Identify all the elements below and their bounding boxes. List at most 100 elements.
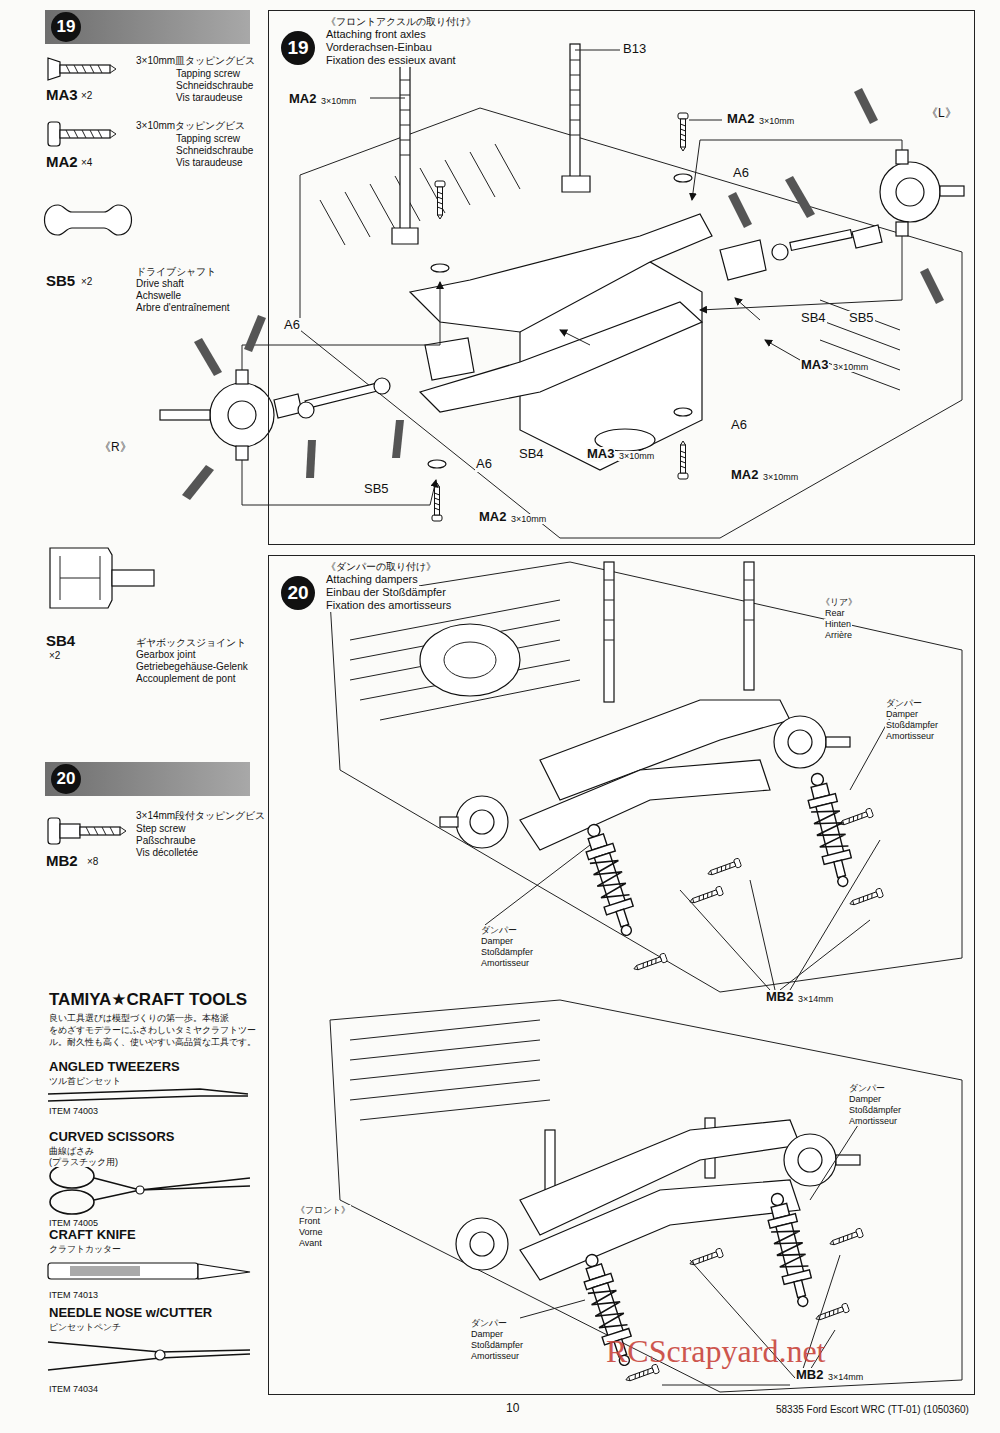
part-callout: 3×10mm	[510, 514, 547, 524]
callout-label: Damper	[480, 936, 514, 946]
step-title: Fixation des essieux avant	[325, 54, 457, 67]
part-label: 3×10mm皿タッピングビス	[135, 55, 256, 67]
tool-label: ツル首ピンセット	[48, 1076, 122, 1086]
part-label: Accouplement de pont	[135, 673, 237, 685]
step-title: Einbau der Stoßdämpfer	[325, 586, 447, 599]
tool-label: CURVED SCISSORS	[48, 1130, 175, 1145]
callout-label: Hinten	[824, 619, 852, 629]
part-callout: 《R》	[98, 441, 133, 455]
part-callout: 3×10mm	[758, 116, 795, 126]
callout-label: ダンパー	[885, 698, 923, 708]
tool-label: ITEM 74013	[48, 1290, 99, 1300]
part-callout: MA2	[478, 510, 507, 525]
callout-label: Arrière	[824, 630, 853, 640]
tool-label: ル。耐久性も高く、使いやすい高品質な工具です。	[48, 1037, 257, 1047]
callout-label: Avant	[298, 1238, 323, 1248]
part-callout: 3×10mm	[832, 362, 869, 372]
part-label: ×2	[80, 90, 93, 102]
part-callout: SB4	[800, 311, 827, 326]
part-label: ×4	[80, 157, 93, 169]
step-bar: 20	[45, 762, 250, 796]
tool-label: クラフトカッター	[48, 1244, 122, 1254]
part-label: Arbre d'entraînement	[135, 302, 231, 314]
callout-label: Damper	[848, 1094, 882, 1104]
callout-label: 《フロント》	[295, 1205, 351, 1215]
step-number: 20	[51, 764, 81, 794]
part-label: Step screw	[135, 823, 186, 835]
part-callout: MA2	[730, 468, 759, 483]
tool-label: TAMIYA★CRAFT TOOLS	[48, 990, 248, 1010]
tool-label: NEEDLE NOSE w/CUTTER	[48, 1306, 213, 1321]
part-callout: A6	[732, 166, 750, 181]
callout-label: MB2	[795, 1368, 824, 1383]
callout-label: Vorne	[298, 1227, 324, 1237]
callout-label: 《リア》	[820, 597, 858, 607]
part-callout: A6	[730, 418, 748, 433]
part-label: Paßschraube	[135, 835, 196, 847]
part-label: Vis taraudeuse	[175, 157, 244, 169]
step-title: Attaching dampers	[325, 573, 419, 586]
tool-label: ITEM 74003	[48, 1106, 99, 1116]
callout-label: Amortisseur	[470, 1351, 520, 1361]
part-label: Schneidschraube	[175, 145, 254, 157]
part-label: Drive shaft	[135, 278, 185, 290]
part-label: Tapping screw	[175, 68, 241, 80]
tool-label: ITEM 74005	[48, 1218, 99, 1228]
tool-label: ピンセットペンチ	[48, 1322, 122, 1332]
step-title: 《ダンパーの取り付け》	[325, 560, 437, 573]
callout-label: ダンパー	[848, 1083, 886, 1093]
step-title: Fixation des amortisseurs	[325, 599, 452, 612]
callout-label: Amortisseur	[480, 958, 530, 968]
callout-label: Damper	[470, 1329, 504, 1339]
step-number: 20	[281, 576, 315, 610]
part-callout: SB5	[848, 311, 875, 326]
part-callout: A6	[283, 318, 301, 333]
step-title: Vorderachsen-Einbau	[325, 41, 433, 54]
callout-label: Front	[298, 1216, 321, 1226]
page-number: 10	[505, 1402, 520, 1416]
part-callout: SB4	[518, 447, 545, 462]
part-label: ドライブシャフト	[135, 266, 217, 278]
part-callout: B13	[622, 42, 647, 57]
tool-label: 良い工具選びは模型づくりの第一歩。本格派	[48, 1013, 230, 1023]
part-label: ×8	[86, 856, 99, 868]
part-label: MA3	[45, 86, 79, 103]
part-label: Tapping screw	[175, 133, 241, 145]
step-panel: 20 《ダンパーの取り付け》Attaching dampersEinbau der…	[268, 555, 975, 1395]
part-callout: 3×10mm	[618, 451, 655, 461]
part-label: Vis taraudeuse	[175, 92, 244, 104]
watermark: RCScrapyard.net	[605, 1333, 827, 1370]
part-label: ×2	[80, 276, 93, 288]
part-label: ×2	[48, 650, 61, 662]
callout-label: Rear	[824, 608, 846, 618]
tool-label: をめざすモデラーにふさわしいタミヤクラフトツー	[48, 1025, 257, 1035]
part-callout: SB5	[363, 482, 390, 497]
part-label: MB2	[45, 852, 79, 869]
part-callout: 《L》	[925, 107, 958, 121]
part-callout: MA3	[586, 447, 615, 462]
step-title: Attaching front axles	[325, 28, 427, 41]
tool-label: CRAFT KNIFE	[48, 1228, 137, 1243]
callout-label: ダンパー	[480, 925, 518, 935]
part-label: Gearbox joint	[135, 649, 196, 661]
tool-label: ITEM 74034	[48, 1384, 99, 1394]
part-callout: MA3	[800, 358, 829, 373]
callout-label: Stoßdämpfer	[885, 720, 939, 730]
tool-label: 曲線ばさみ	[48, 1146, 95, 1156]
part-label: Achswelle	[135, 290, 182, 302]
callout-label: Stoßdämpfer	[470, 1340, 524, 1350]
tool-label: (プラスチック用)	[48, 1157, 119, 1167]
callout-label: Stoßdämpfer	[480, 947, 534, 957]
part-label: 3×10mmタッピングビス	[135, 120, 246, 132]
callout-label: Stoßdämpfer	[848, 1105, 902, 1115]
part-label: 3×14mm段付タッピングビス	[135, 810, 266, 822]
step-panel: 19《フロントアクスルの取り付け》Attaching front axlesVo…	[268, 10, 975, 545]
callout-label: MB2	[765, 990, 794, 1005]
kit-code: 58335 Ford Escort WRC (TT-01) (1050360)	[775, 1404, 970, 1416]
callout-label: 3×14mm	[827, 1372, 864, 1382]
callout-label: Amortisseur	[848, 1116, 898, 1126]
callout-label: Amortisseur	[885, 731, 935, 741]
part-label: Vis décolletée	[135, 847, 199, 859]
